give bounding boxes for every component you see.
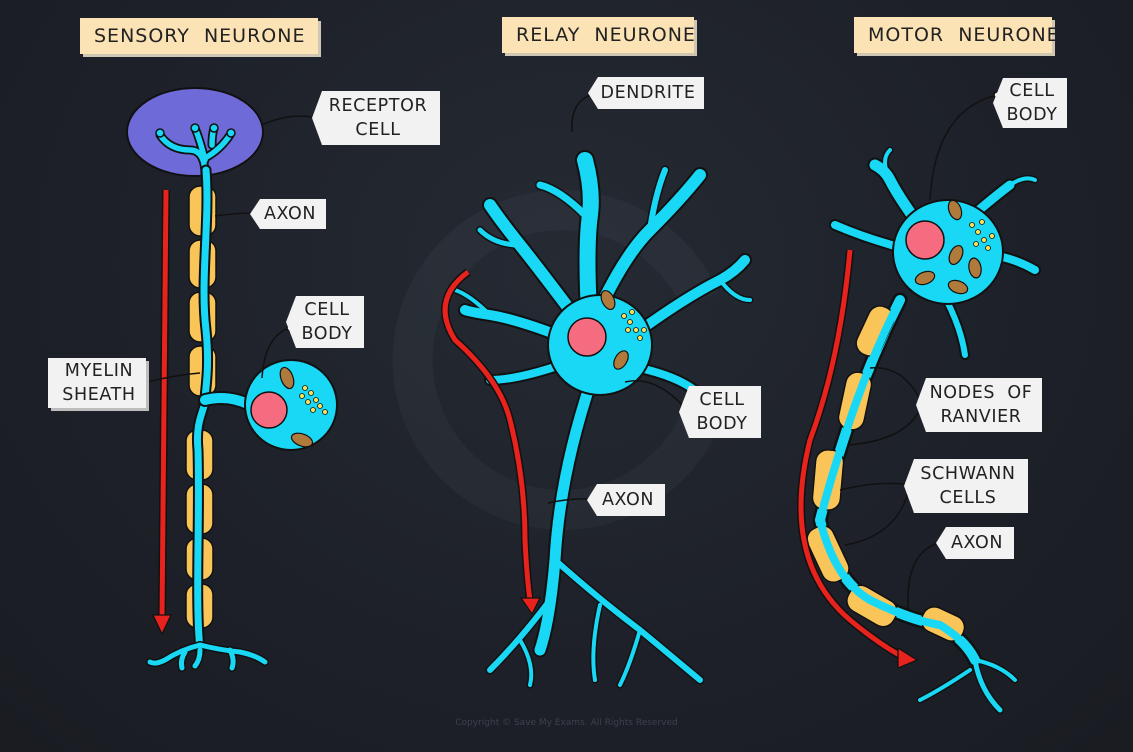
label-dendrite: DENDRITE bbox=[588, 77, 704, 109]
label-sensory-cell-body: CELL BODY bbox=[286, 296, 364, 348]
label-relay-cell-body: CELL BODY bbox=[679, 386, 761, 438]
label-line: CELLS bbox=[939, 488, 997, 508]
title-motor-neurone: MOTOR NEURONE bbox=[854, 17, 1059, 53]
label-relay-axon: AXON bbox=[587, 484, 665, 516]
label-line: BODY bbox=[301, 324, 353, 344]
label-line: AXON bbox=[601, 490, 655, 510]
label-line: AXON bbox=[950, 533, 1004, 553]
title-relay-neurone: RELAY NEURONE bbox=[502, 17, 695, 53]
label-line: SHEATH bbox=[62, 385, 136, 405]
label-receptor-cell: RECEPTOR CELL bbox=[312, 91, 440, 145]
label-line: CELL bbox=[699, 390, 745, 410]
label-line: CELL bbox=[304, 300, 350, 320]
label-line: CELL bbox=[1009, 81, 1055, 101]
sensory-neurone bbox=[126, 87, 338, 672]
label-line: BODY bbox=[696, 414, 748, 434]
label-motor-cell-body: CELL BODY bbox=[993, 78, 1067, 128]
copyright-text: Copyright © Save My Exams. All Rights Re… bbox=[455, 718, 678, 728]
label-line: RANVIER bbox=[940, 407, 1022, 427]
label-line: CELL bbox=[355, 120, 401, 140]
label-schwann-cells: SCHWANN CELLS bbox=[904, 459, 1028, 513]
title-sensory-neurone: SENSORY NEURONE bbox=[80, 18, 318, 54]
label-line: NODES OF bbox=[929, 383, 1033, 403]
label-motor-axon: AXON bbox=[936, 527, 1014, 559]
label-myelin-sheath: MYELIN SHEATH bbox=[48, 358, 146, 408]
label-sensory-axon: AXON bbox=[250, 199, 326, 229]
label-line: BODY bbox=[1006, 105, 1058, 125]
label-line: SCHWANN bbox=[920, 464, 1016, 484]
label-line: MYELIN bbox=[64, 361, 134, 381]
label-line: DENDRITE bbox=[600, 83, 696, 103]
label-nodes-of-ranvier: NODES OF RANVIER bbox=[916, 378, 1042, 432]
label-line: RECEPTOR bbox=[328, 96, 428, 116]
label-line: AXON bbox=[263, 204, 317, 224]
motor-neurone bbox=[797, 146, 1041, 714]
